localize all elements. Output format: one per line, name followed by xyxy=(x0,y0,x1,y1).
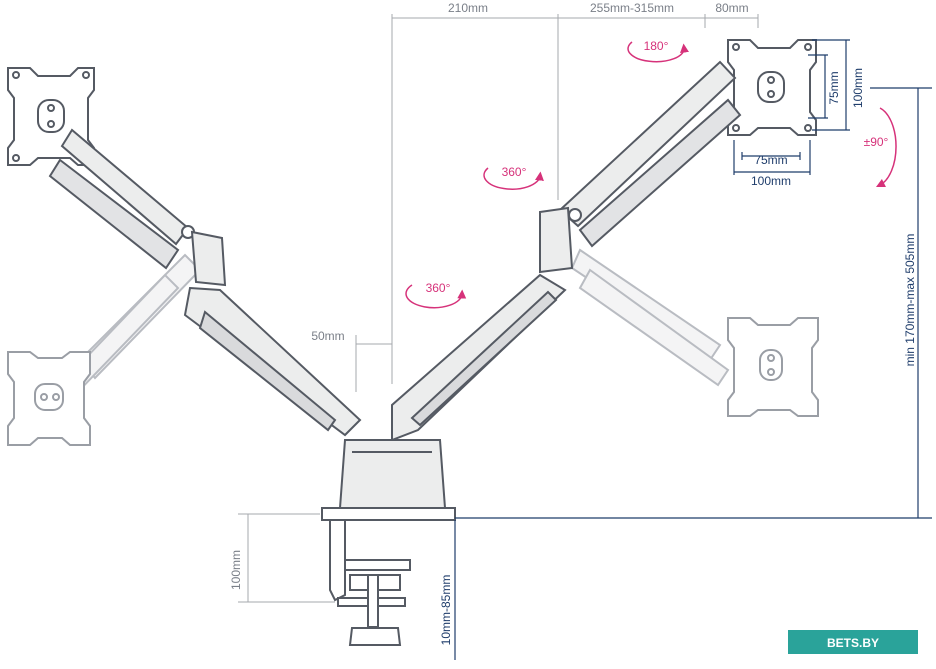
label-vesa-inner-h: 75mm xyxy=(827,71,841,104)
left-upper-arm xyxy=(48,128,195,270)
right-vesa-plate xyxy=(727,39,817,136)
label-rotate-360-lower: 360° xyxy=(426,281,451,295)
ghost-left-vesa-plate xyxy=(7,351,91,446)
label-rotate-360-upper: 360° xyxy=(502,165,527,179)
dimension-lines xyxy=(238,14,759,603)
watermark-badge: BETS.BY xyxy=(788,630,918,654)
blue-dimension-lines xyxy=(454,39,932,660)
label-tilt: ±90° xyxy=(864,135,889,149)
rotate-360-lower-arrow-icon xyxy=(405,284,467,309)
label-desk-thickness: 10mm-85mm xyxy=(439,575,453,646)
label-top-offset: 80mm xyxy=(715,1,748,15)
pole-and-clamp xyxy=(321,439,456,646)
label-vesa-outer-w: 100mm xyxy=(751,174,791,188)
label-rotate-180: 180° xyxy=(644,39,669,53)
label-top-arm-length: 255mm-315mm xyxy=(590,1,674,15)
label-pole-offset: 50mm xyxy=(311,329,344,343)
ghost-right-vesa-plate xyxy=(727,317,819,417)
label-vesa-inner-w: 75mm xyxy=(754,153,787,167)
label-height-range: min 170mm-max 505mm xyxy=(903,234,917,367)
label-vesa-outer-h: 100mm xyxy=(851,68,865,108)
right-lower-arm xyxy=(391,206,574,442)
tilt-90-arrow-icon xyxy=(875,107,897,188)
label-top-reach: 210mm xyxy=(448,1,488,15)
rotation-arrows xyxy=(405,41,897,309)
rotate-360-upper-arrow-icon xyxy=(483,167,544,190)
ghost-right-arm xyxy=(570,248,730,387)
right-upper-arm xyxy=(558,60,742,248)
watermark-text: BETS.BY xyxy=(827,636,879,650)
left-lower-arm xyxy=(183,230,362,437)
rotate-180-arrow-icon xyxy=(627,41,689,63)
label-clamp-height: 100mm xyxy=(229,550,243,590)
